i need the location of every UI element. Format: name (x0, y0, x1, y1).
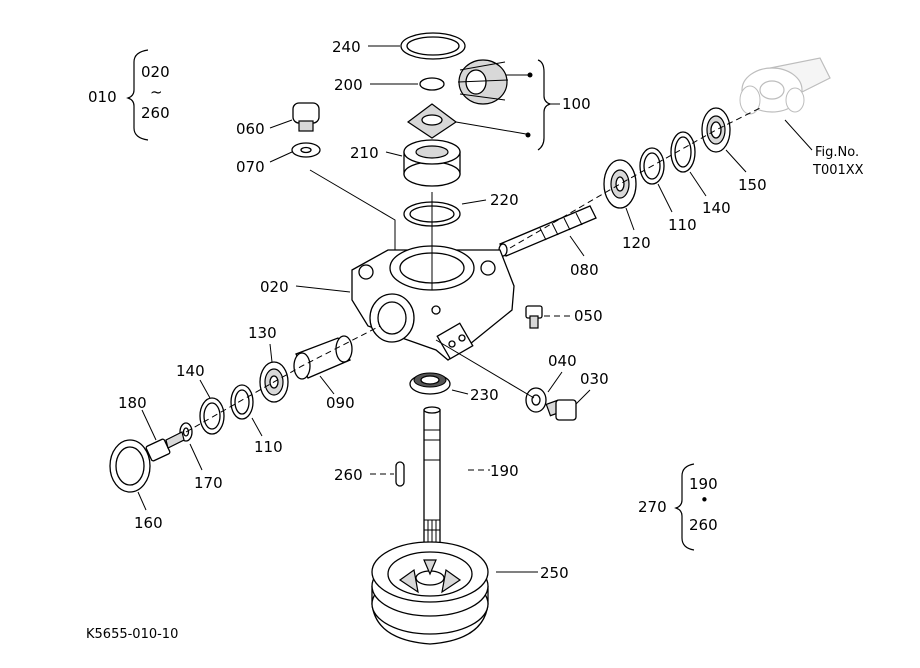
callout-160: 160 (134, 514, 163, 532)
callout-110-left: 110 (254, 438, 283, 456)
part-070-washer (291, 142, 321, 158)
part-250-pulley (371, 541, 489, 645)
callout-250: 250 (540, 564, 569, 582)
callout-120: 120 (622, 234, 651, 252)
group-270-to: 260 (689, 516, 718, 534)
part-240-shim (400, 32, 466, 60)
part-150-oil-seal (701, 107, 731, 153)
callout-140-right: 140 (702, 199, 731, 217)
group-010-from: 020 (141, 63, 170, 81)
callout-040: 040 (548, 352, 577, 370)
part-230-oil-seal (409, 372, 451, 395)
part-040-washer (525, 387, 547, 413)
callout-090: 090 (326, 394, 355, 412)
callout-070: 070 (236, 158, 265, 176)
callout-050: 050 (574, 307, 603, 325)
part-180-bolt (145, 431, 185, 462)
group-010-sep: ~ (150, 83, 163, 101)
callout-260: 260 (334, 466, 363, 484)
callout-150: 150 (738, 176, 767, 194)
document-code: K5655-010-10 (86, 627, 178, 642)
part-bevel-gear-lower (406, 103, 458, 139)
group-010-bracket: 010 020 ~ 260 (88, 49, 170, 141)
part-260-key (395, 461, 405, 487)
callout-210: 210 (350, 144, 379, 162)
group-010-to: 260 (141, 104, 170, 122)
group-270-sep: • (700, 491, 709, 509)
part-020-gear-case (351, 245, 515, 361)
group-270-label: 270 (638, 498, 667, 516)
callout-130: 130 (248, 324, 277, 342)
part-140-snap-ring-left (199, 397, 225, 435)
callout-190: 190 (490, 462, 519, 480)
part-120-bearing (603, 159, 637, 209)
group-010-label: 010 (88, 88, 117, 106)
part-060-plug (292, 102, 320, 132)
part-080-shaft (498, 205, 597, 257)
part-030-bolt (545, 399, 577, 421)
group-270-brace (674, 463, 695, 551)
shaft-axis-right (509, 107, 761, 249)
fig-ref-line2: T001XX (812, 163, 864, 178)
part-090-collar (293, 335, 353, 380)
callout-170: 170 (194, 474, 223, 492)
part-bevel-gear-upper (457, 59, 509, 105)
shaft-axis-left (185, 325, 381, 433)
fig-ref-line1: Fig.No. (815, 145, 859, 160)
callout-220: 220 (490, 191, 519, 209)
callout-240: 240 (332, 38, 361, 56)
group-010-brace (126, 49, 149, 141)
group-100-brace (537, 59, 552, 151)
callout-180: 180 (118, 394, 147, 412)
callout-200: 200 (334, 76, 363, 94)
callout-080: 080 (570, 261, 599, 279)
part-210-bearing (403, 139, 461, 187)
part-190-shaft (423, 406, 441, 545)
part-110-spacer-left (230, 384, 254, 420)
callout-100: 100 (562, 95, 591, 113)
group-270-from: 190 (689, 475, 718, 493)
callout-140-left: 140 (176, 362, 205, 380)
part-200-collar (419, 77, 445, 91)
part-140-snap-ring-right (670, 131, 696, 173)
part-160-oil-seal (109, 439, 151, 493)
part-050-bolt (525, 305, 543, 329)
callout-030: 030 (580, 370, 609, 388)
callout-020: 020 (260, 278, 289, 296)
callout-060: 060 (236, 120, 265, 138)
fig-ref-leader (784, 119, 813, 151)
callout-230: 230 (470, 386, 499, 404)
connecting-tube (739, 57, 831, 115)
callout-110-right: 110 (668, 216, 697, 234)
group-270-bracket: 270 190 • 260 (638, 463, 718, 551)
